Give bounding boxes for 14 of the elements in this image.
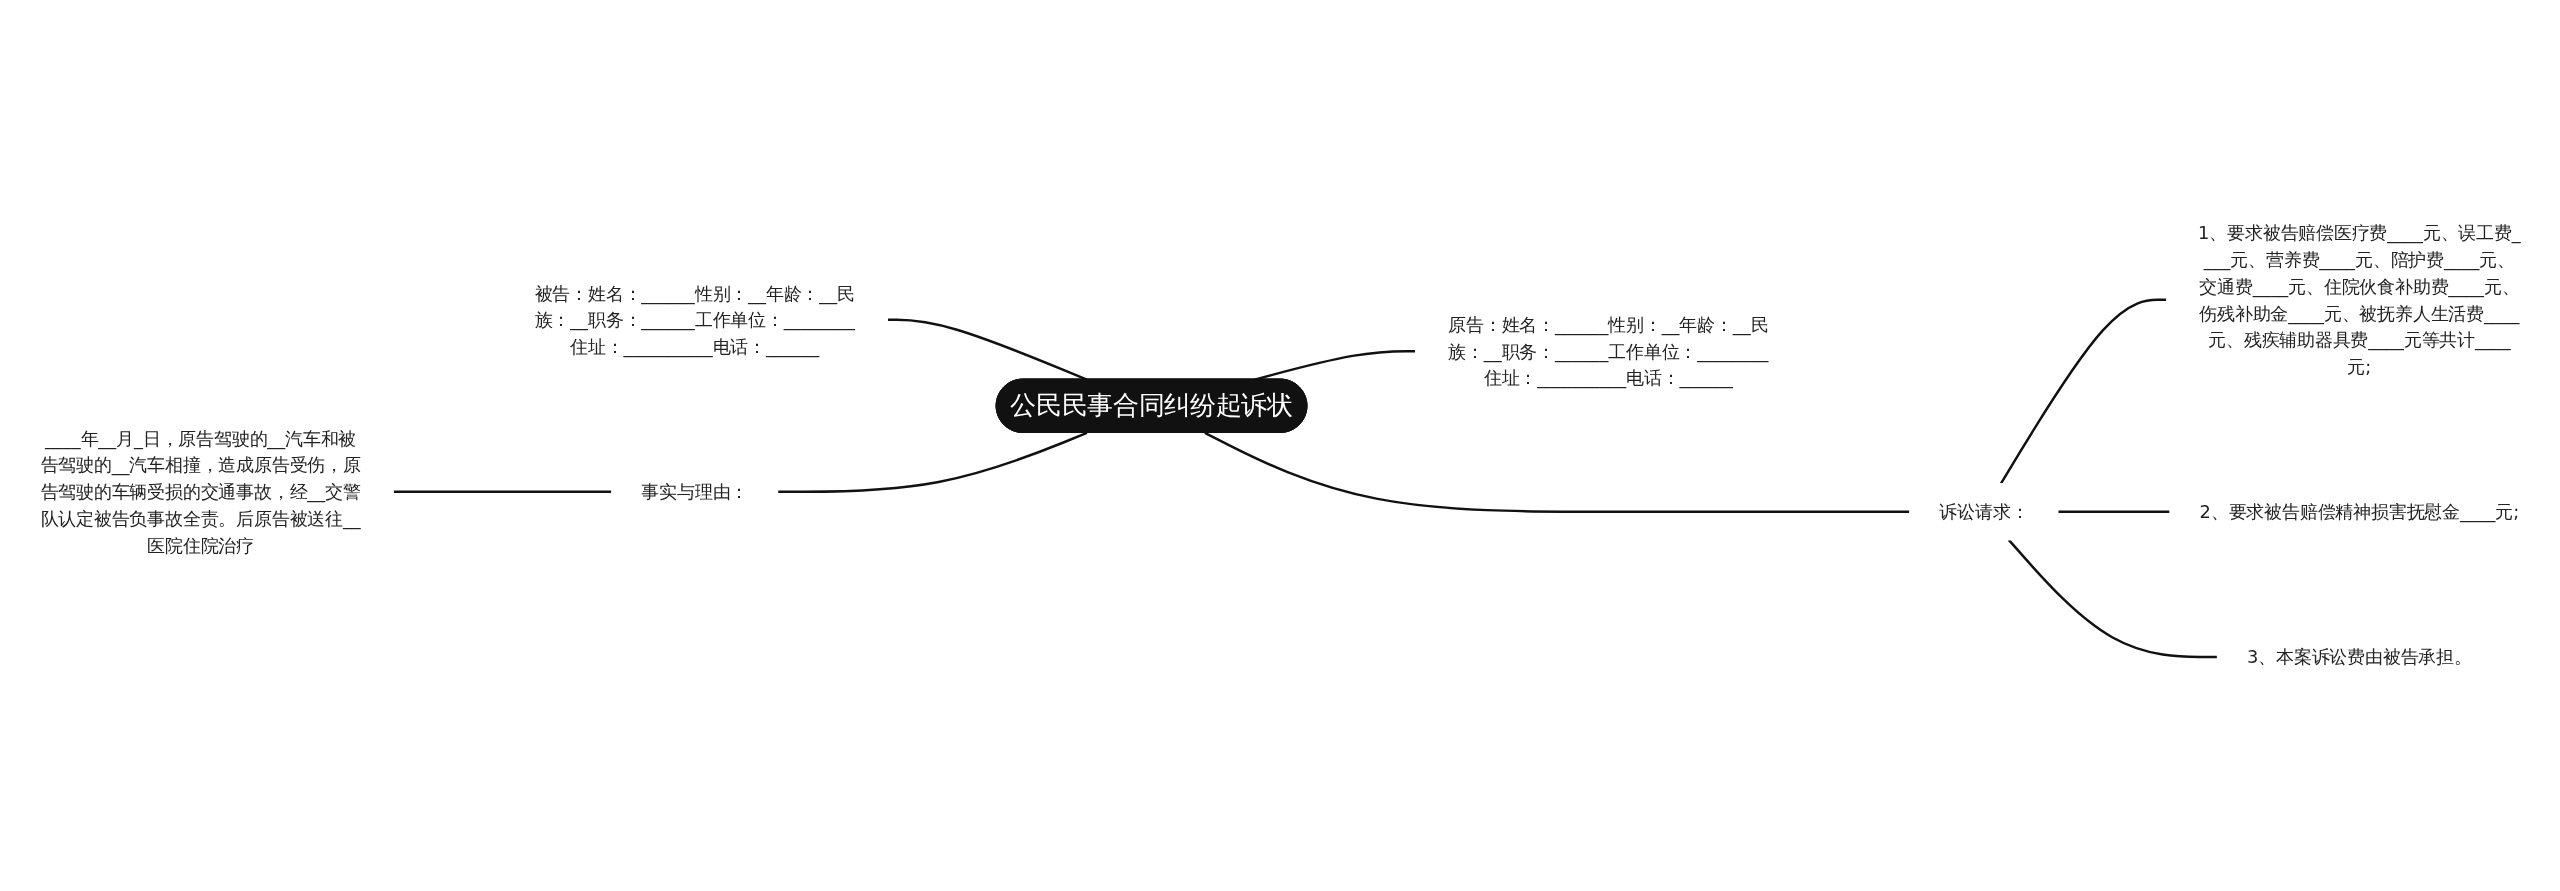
connector bbox=[393, 490, 612, 494]
node-text: 事实与理由： bbox=[641, 481, 749, 503]
node-text: 2、要求被告赔偿精神损害抚慰金____元; bbox=[2199, 501, 2520, 523]
connector bbox=[1999, 299, 2167, 485]
connector bbox=[2007, 539, 2218, 659]
connector bbox=[2057, 510, 2170, 514]
node-text: 1、要求被告赔偿医疗费____元、误工费____元、营养费____元、陪护费____元、交通费____元、住院伙食补助费____元、伤残补助金____元、被抚养人生活费____元、残疾辅助器具费____元等共计____元; bbox=[2198, 223, 2521, 378]
node-text: 诉讼请求： bbox=[1939, 501, 2029, 523]
node-text: 被告：姓名：______性别：__年龄：__民族：__职务：______工作单位：________住址：__________电话：______ bbox=[534, 283, 855, 358]
node-text: 原告：姓名：______性别：__年龄：__民族：__职务：______工作单位：________住址：__________电话：______ bbox=[1448, 314, 1769, 389]
connector bbox=[1204, 432, 1910, 514]
connector bbox=[777, 432, 1088, 494]
node-text: 3、本案诉讼费由被告承担。 bbox=[2247, 647, 2472, 668]
node-text: ____年__月_日，原告驾驶的__汽车和被告驾驶的__汽车相撞，造成原告受伤，原告驾驶的车辆受损的交通事故，经__交警队认定被告负事故全责。后原告被送往__医院住院治疗 bbox=[40, 428, 361, 556]
